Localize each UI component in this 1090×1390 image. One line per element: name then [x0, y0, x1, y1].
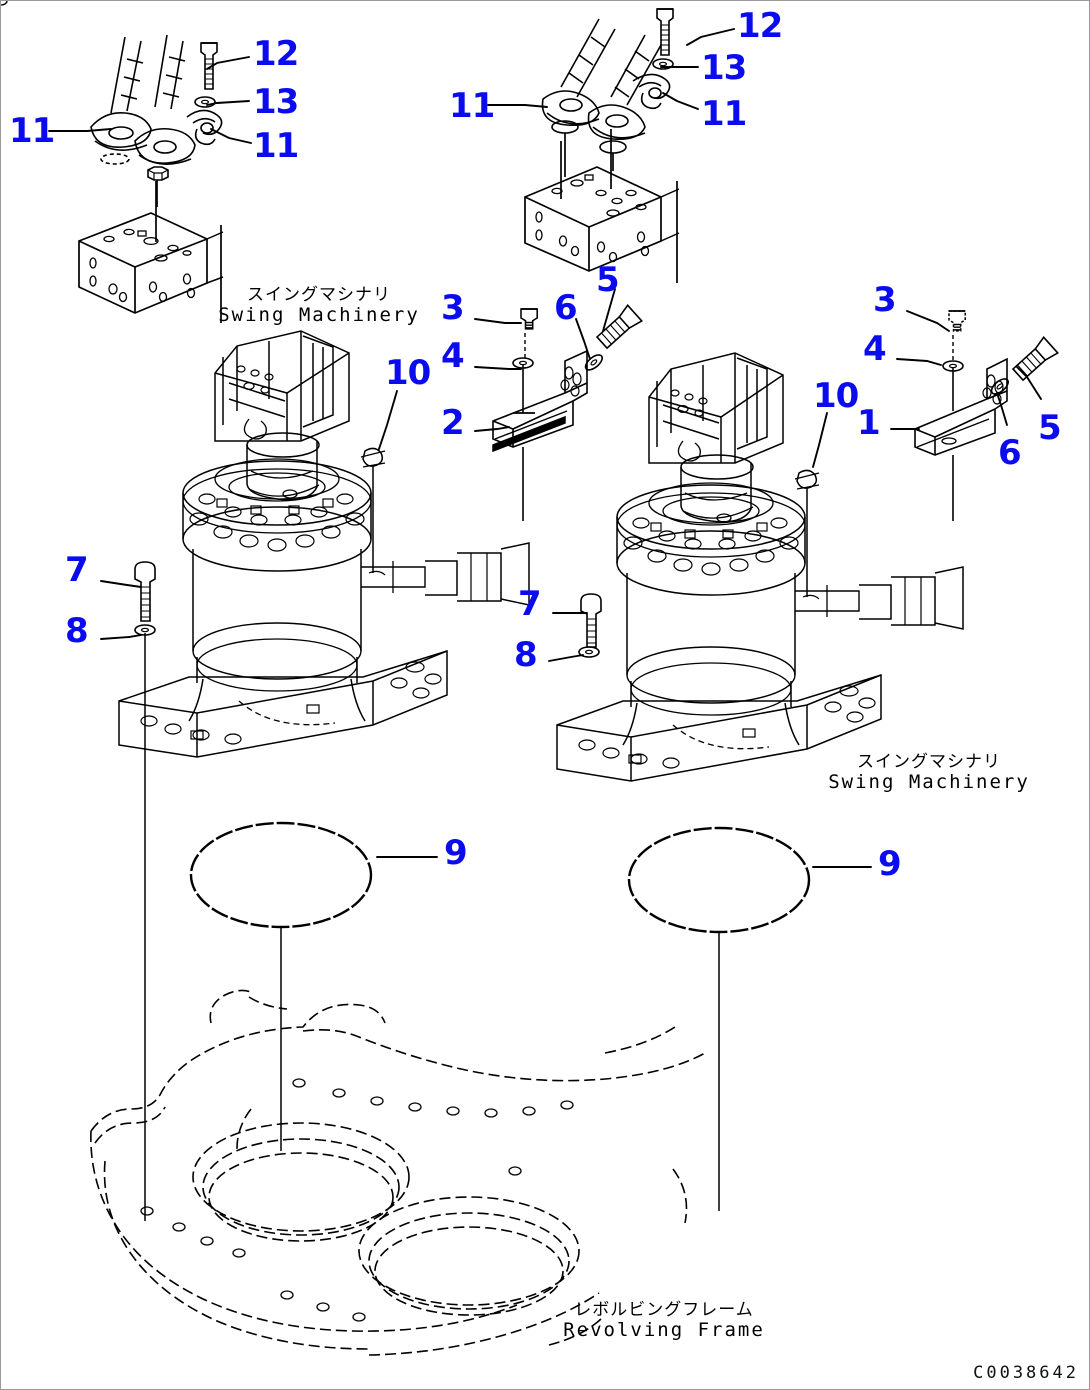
callout-number-11: 11 [253, 126, 299, 166]
leader-line [548, 654, 584, 662]
callout-number-4: 4 [441, 336, 465, 376]
leader-line [378, 390, 398, 450]
callout-number-9: 9 [878, 844, 902, 884]
leader-line [487, 104, 548, 108]
bracket-group-right [914, 310, 1059, 521]
manifold-block-right [524, 129, 680, 283]
callout-number-4: 4 [863, 329, 887, 369]
callout-number-10: 10 [813, 376, 859, 416]
leader-lines [48, 28, 1042, 868]
manifold-block-left [78, 181, 224, 323]
swing-machinery-assembly-left [118, 330, 530, 1221]
caption-jp: スイングマシナリ [247, 285, 391, 305]
leader-line [48, 128, 112, 132]
callout-number-8: 8 [514, 635, 538, 675]
leader-line [812, 412, 828, 468]
callout-number-7: 7 [65, 550, 89, 590]
callout-number-1: 1 [857, 403, 881, 443]
caption-swing-machinery-left: スイングマシナリ Swing Machinery [218, 285, 420, 327]
leader-line [206, 56, 250, 70]
drawing-number: C0038642 [973, 1363, 1079, 1383]
gasket-left [189, 821, 373, 929]
callout-number-5: 5 [596, 260, 620, 300]
caption-en: Swing Machinery [828, 771, 1030, 794]
leader-line [896, 358, 942, 366]
callout-number-12: 12 [253, 34, 299, 74]
leader-line [206, 100, 250, 106]
callout-number-13: 13 [701, 48, 747, 88]
gasket-right [627, 826, 811, 934]
callout-number-2: 2 [441, 403, 465, 443]
caption-jp: レボルビングフレーム [574, 1300, 754, 1320]
leader-line [210, 128, 252, 144]
caption-swing-machinery-right: スイングマシナリ Swing Machinery [828, 752, 1030, 794]
leader-line [996, 392, 1008, 426]
callout-number-6: 6 [998, 433, 1022, 473]
callout-number-6: 6 [554, 288, 578, 328]
callout-number-11: 11 [701, 94, 747, 134]
leader-line [686, 28, 735, 46]
leader-line [100, 580, 142, 588]
revolving-frame [1, 1, 706, 1356]
swing-machinery-assembly-right [556, 352, 964, 782]
callout-number-3: 3 [441, 288, 465, 328]
caption-revolving-frame: レボルビングフレーム Revolving Frame [563, 1300, 765, 1342]
callout-number-12: 12 [737, 6, 783, 46]
leader-line [662, 92, 699, 110]
callout-number-10: 10 [385, 353, 431, 393]
leader-line [575, 318, 591, 360]
callout-number-11: 11 [449, 86, 495, 126]
leader-line [100, 634, 142, 640]
caption-en: Swing Machinery [218, 304, 420, 327]
caption-jp: スイングマシナリ [857, 752, 1001, 772]
leader-line [474, 366, 522, 370]
callout-number-13: 13 [253, 82, 299, 122]
bracket-group-middle [492, 304, 643, 521]
hose-flange-group-left [90, 34, 223, 207]
callout-number-7: 7 [518, 584, 542, 624]
callout-number-11: 11 [9, 111, 55, 151]
leader-line [906, 310, 950, 332]
leader-line [474, 318, 522, 324]
leader-line [1016, 366, 1042, 400]
caption-en: Revolving Frame [563, 1319, 765, 1342]
callout-number-8: 8 [65, 611, 89, 651]
hose-flange-group-right [541, 8, 674, 177]
callout-number-5: 5 [1038, 408, 1062, 448]
leader-line [602, 288, 616, 332]
callout-number-3: 3 [873, 280, 897, 320]
leader-line [474, 426, 510, 432]
callout-number-9: 9 [444, 833, 468, 873]
